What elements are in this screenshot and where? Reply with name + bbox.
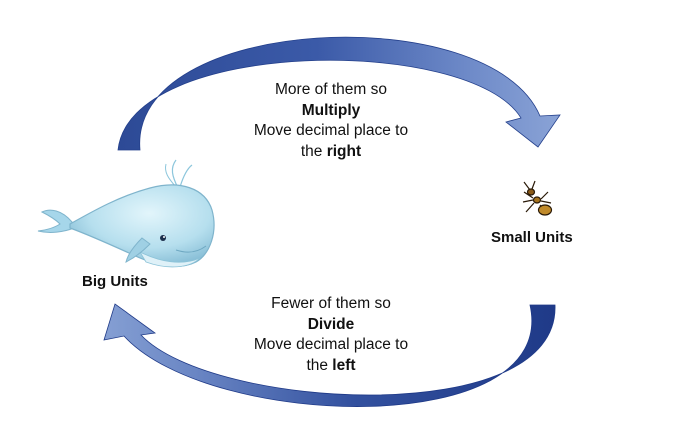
whale-icon [37,159,215,268]
small-units-label: Small Units [491,229,573,246]
bottom-arrow [103,303,556,407]
multiply-operation: Multiply [301,101,361,119]
top-arrow-body [117,36,561,151]
direction-right: right [326,142,362,160]
direction-left: left [332,356,356,374]
bottom-line-3: Move decimal place to [253,336,409,353]
bottom-line-4: the left [216,356,446,377]
top-line-4-prefix: the [300,142,327,160]
bottom-line-1: Fewer of them so [271,295,391,312]
top-line-1: More of them so [275,81,387,98]
ant-icon [522,180,553,216]
top-arrow [117,36,561,151]
bottom-line-4-prefix: the [306,356,333,374]
top-line-3: Move decimal place to [253,122,409,139]
bottom-arrow-body [103,303,556,407]
top-line-4: the right [216,142,446,163]
multiply-rule-text: More of them so Multiply Move decimal pl… [216,80,446,162]
big-units-label: Big Units [82,273,148,290]
divide-operation: Divide [307,315,355,333]
divide-rule-text: Fewer of them so Divide Move decimal pla… [216,294,446,376]
